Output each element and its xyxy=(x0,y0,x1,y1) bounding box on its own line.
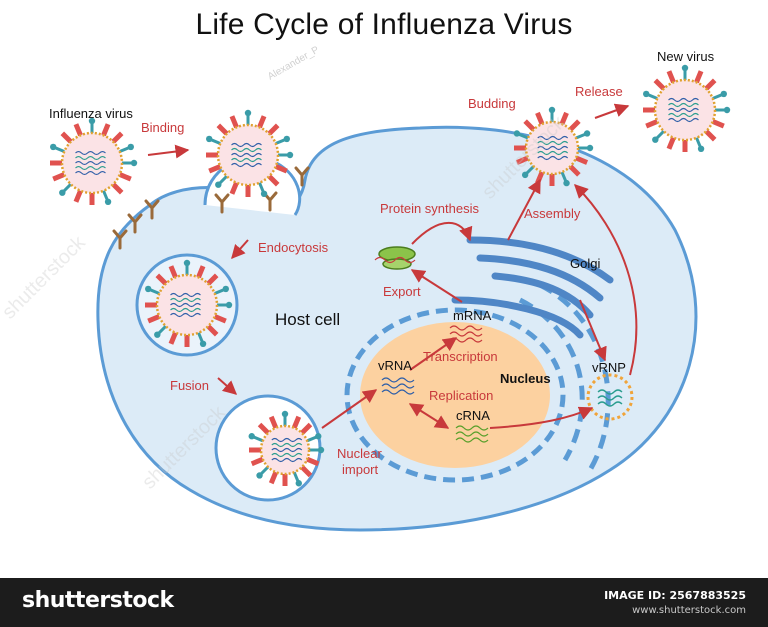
virus-endosome-icon xyxy=(144,259,233,348)
golgi-apparatus xyxy=(451,236,614,339)
label-golgi: Golgi xyxy=(570,256,600,271)
footer-bar: shutterstock IMAGE ID: 2567883525 www.sh… xyxy=(0,578,768,627)
label-mrna: mRNA xyxy=(453,308,492,323)
vrnp-complex xyxy=(586,373,634,421)
footer-logo: shutterstock xyxy=(22,588,174,613)
nucleus xyxy=(360,322,550,468)
label-binding: Binding xyxy=(141,120,184,135)
diagram-canvas: Influenza virus Binding Endocytosis Host… xyxy=(0,44,731,532)
virus-free-icon xyxy=(49,117,138,206)
label-export: Export xyxy=(383,284,421,299)
label-release: Release xyxy=(575,84,623,99)
label-vrnp: vRNP xyxy=(592,360,626,375)
label-endocytosis: Endocytosis xyxy=(258,240,329,255)
label-vrna: vRNA xyxy=(378,358,412,373)
ribosome-icon xyxy=(374,246,416,270)
nucleus-envelope xyxy=(344,307,566,483)
label-crna: cRNA xyxy=(456,408,490,423)
footer-url: www.shutterstock.com xyxy=(632,605,746,616)
receptors xyxy=(112,166,310,250)
process-arrows xyxy=(147,103,638,429)
label-nucleus: Nucleus xyxy=(500,371,551,386)
crna-strands xyxy=(455,425,489,443)
er-arc-2 xyxy=(538,282,611,472)
virus-fusion-icon xyxy=(248,410,325,487)
footer-image-id: IMAGE ID: 2567883525 xyxy=(604,589,746,602)
virus-budding-icon xyxy=(513,106,594,187)
label-replication: Replication xyxy=(429,388,493,403)
label-fusion: Fusion xyxy=(170,378,209,393)
vrnp-rna-icon xyxy=(597,389,623,407)
virus-binding-icon xyxy=(205,109,294,198)
diagram-title: Life Cycle of Influenza Virus xyxy=(195,8,573,41)
label-influenza-virus: Influenza virus xyxy=(49,106,133,121)
watermark-brand-1: shutterstock xyxy=(0,231,90,324)
watermark-author: Alexander_P xyxy=(266,44,321,82)
label-assembly: Assembly xyxy=(524,206,581,221)
label-new-virus: New virus xyxy=(657,49,715,64)
label-protein-synthesis: Protein synthesis xyxy=(380,201,479,216)
label-nuclear-import-1: Nuclear xyxy=(337,446,382,461)
label-transcription: Transcription xyxy=(423,349,498,364)
vrna-strands xyxy=(381,377,415,395)
label-nuclear-import-2: import xyxy=(342,462,379,477)
label-budding: Budding xyxy=(468,96,516,111)
virus-new-icon xyxy=(642,64,731,153)
label-host-cell: Host cell xyxy=(275,310,340,329)
